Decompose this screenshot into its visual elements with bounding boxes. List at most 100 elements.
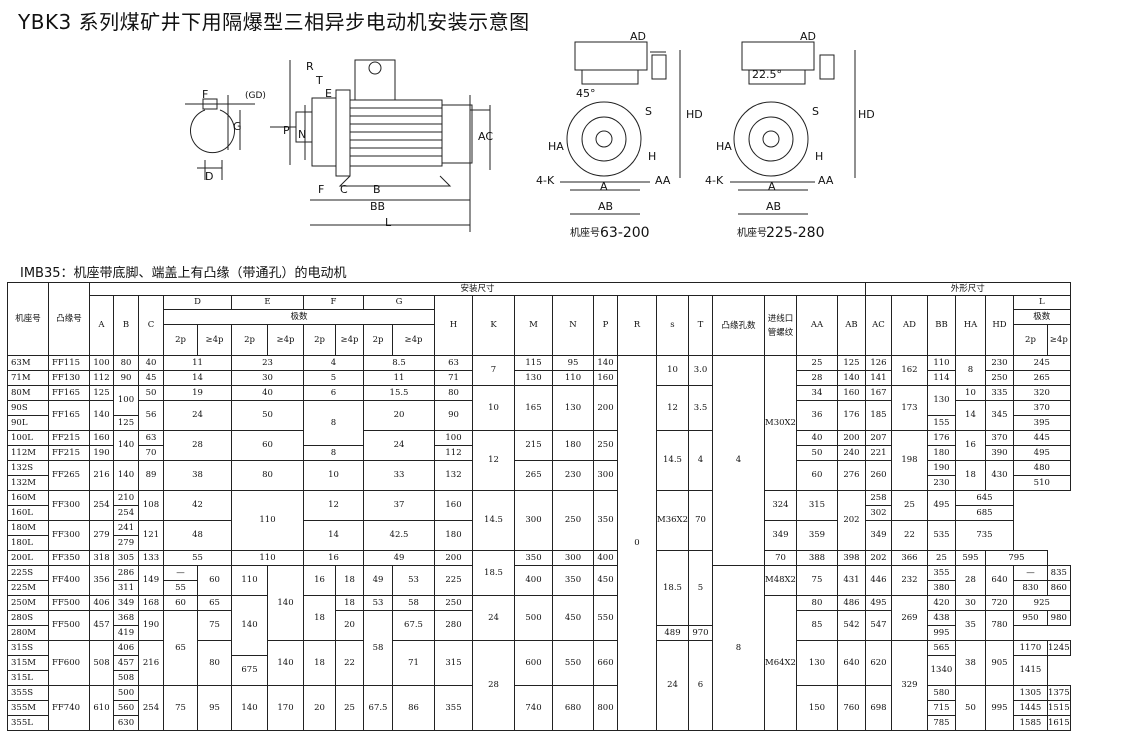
table-cell: 130 [926,385,956,416]
table-cell: 110 [926,355,956,371]
table-cell: 100 [434,430,473,446]
table-cell: 560 [113,700,139,716]
table-cell: M48X2 [763,565,797,596]
table-cell: 14 [303,520,364,551]
table-cell: 320 [1012,385,1071,401]
table-cell: 18 [303,595,336,641]
table-cell: 660 [593,640,618,686]
table-cell: R [617,295,657,356]
table-cell: 16 [303,550,364,566]
table-cell: 276 [836,460,866,491]
table-cell: 225 [434,565,473,596]
table-cell: 25 [795,355,838,371]
table-cell: 极数 [1012,309,1071,325]
table-cell: 995 [926,625,956,641]
table-cell: 10 [472,385,515,431]
table-cell: 24 [363,430,435,461]
table-cell: 141 [864,370,892,386]
table-cell: 10 [303,460,364,491]
table-cell: H [434,295,473,356]
table-cell: 58 [363,610,393,686]
table-cell: M [514,295,553,356]
table-cell: 100 [89,355,114,371]
installation-drawings: F G D (GD) R T E P N AC F C B BB L AD 45… [185,30,875,241]
table-cell: 50 [954,685,986,731]
table-cell: M64X2 [763,595,797,731]
label-HD2: HD [858,108,875,121]
table-cell: 3.5 [687,385,713,431]
table-cell: 980 [1046,610,1071,626]
table-cell: 极数 [163,309,435,325]
table-cell: 318 [89,550,114,566]
table-cell: 71 [392,640,435,686]
table-cell: 230 [552,460,594,491]
table-cell: 75 [163,685,198,731]
table-cell: 250 [984,370,1014,386]
table-cell: 110 [231,550,304,566]
table-cell: 150 [795,685,838,731]
table-cell: 130 [795,640,838,686]
table-cell: 42.5 [363,520,435,551]
table-cell: 1305 [1012,685,1048,701]
table-row: 132M 230 510 [7,475,1071,491]
label-H: H [648,150,656,163]
table-cell: 355 [926,565,956,581]
table-cell: 110 [231,490,304,551]
table-cell: 34 [795,385,838,401]
label-R: R [306,60,314,73]
table-cell: 198 [890,430,928,491]
table-cell: 300 [593,460,618,491]
table-cell: HA [954,295,986,356]
table-cell: 368 [113,610,139,626]
table-cell: 180 [434,520,473,551]
table-cell: 200 [434,550,473,566]
table-cell: 406 [113,640,139,656]
table-cell: 2p [163,324,198,356]
table-cell: 35 [954,610,986,641]
table-cell: 286 [113,565,139,581]
label-AD: AD [630,30,646,43]
table-cell: D [163,295,232,310]
table-cell: 254 [138,685,164,731]
table-cell: 95 [197,685,232,731]
table-cell: 28 [472,640,515,731]
table-cell: 315M [7,655,49,671]
table-cell: 30 [954,595,986,611]
table-cell: 630 [113,715,139,731]
label-4K: 4-K [536,174,555,187]
table-cell: AD [890,295,928,356]
table-cell: 140 [231,685,268,731]
table-cell: 90L [7,415,49,431]
table-cell: 20 [335,610,364,641]
table-cell: 355S [7,685,49,701]
table-cell: 215 [514,430,553,461]
table-cell: 100L [7,430,49,446]
table-cell: 200L [7,550,49,566]
table-cell: 450 [593,565,618,596]
table-cell: 400 [514,565,553,596]
table-cell: 80M [7,385,49,401]
table-cell: 25 [926,550,956,566]
table-cell: 535 [926,520,956,551]
table-cell: 457 [89,610,114,641]
label-N: N [298,128,306,141]
label-L: L [385,216,392,229]
table-cell: 5 [303,370,364,386]
table-cell: 269 [890,595,928,641]
label-C: C [340,183,348,196]
table-cell: 950 [1012,610,1048,626]
table-cell: 265 [1012,370,1071,386]
table-cell: 329 [890,640,928,731]
table-cell: 110 [231,565,268,596]
table-cell: 795 [984,550,1048,566]
table-cell: 610 [89,685,114,731]
table-cell: 112 [89,370,114,386]
label-HA2: HA [716,140,732,153]
table-cell: 49 [363,565,393,596]
table-cell: L [1012,295,1071,310]
table-cell: 6 [687,640,713,731]
table-cell: 112M [7,445,49,461]
table-cell: 3.0 [687,355,713,386]
